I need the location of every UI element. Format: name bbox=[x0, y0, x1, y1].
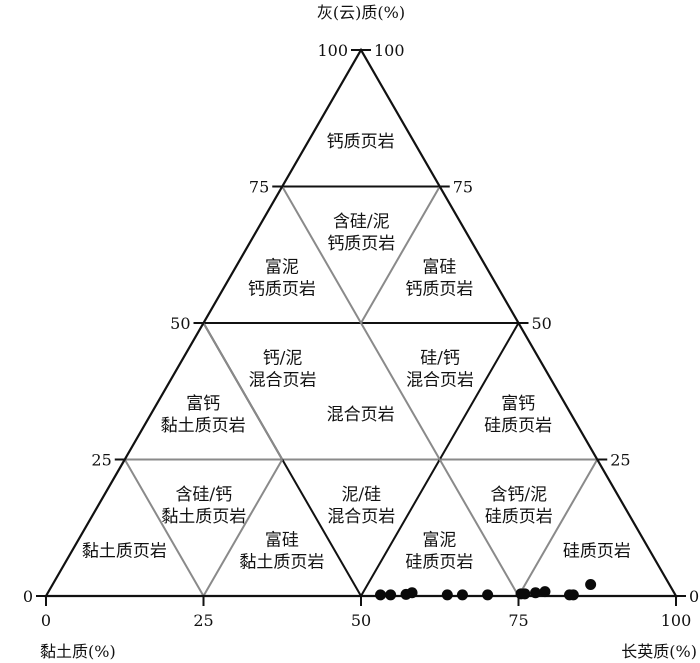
data-point bbox=[441, 589, 453, 601]
bottom-tick-label: 100 bbox=[661, 611, 692, 630]
top-vertex-label: 灰(云)质(%) bbox=[317, 3, 405, 22]
data-point bbox=[519, 588, 531, 600]
left-tick-label: 75 bbox=[249, 178, 269, 197]
data-point bbox=[585, 579, 597, 591]
region-label-r6: 硅/钙 bbox=[420, 348, 460, 368]
bottom-tick-label: 75 bbox=[508, 611, 528, 630]
region-label-r6: 混合页岩 bbox=[406, 370, 474, 390]
data-point bbox=[567, 589, 579, 601]
region-label-r1: 钙质页岩 bbox=[327, 132, 395, 152]
region-label-r9: 硅质页岩 bbox=[484, 416, 552, 436]
region-label-r2: 钙质页岩 bbox=[327, 234, 395, 254]
region-label-r8: 黏土质页岩 bbox=[161, 416, 246, 436]
divider-k-diag-4 bbox=[517, 459, 599, 597]
data-point bbox=[385, 589, 397, 601]
region-label-r4: 钙质页岩 bbox=[405, 280, 473, 300]
region-label-r8: 富钙 bbox=[186, 394, 220, 414]
region-label-r5: 混合页岩 bbox=[249, 370, 317, 390]
data-point bbox=[375, 589, 387, 601]
region-label-r10: 含硅/钙 bbox=[175, 485, 232, 505]
region-label-r2: 含硅/泥 bbox=[333, 212, 390, 232]
bottom-tick-label: 50 bbox=[351, 611, 371, 630]
region-label-r3: 富泥 bbox=[265, 258, 299, 278]
left-tick-label: 100 bbox=[317, 41, 348, 60]
divider-q-diag-3 bbox=[202, 459, 284, 597]
right-tick-label: 50 bbox=[532, 314, 552, 333]
right-vertex-label: 长英质(%) bbox=[621, 642, 697, 661]
region-label-layer: 钙质页岩含硅/泥钙质页岩富泥钙质页岩富硅钙质页岩钙/泥混合页岩硅/钙混合页岩混合… bbox=[82, 132, 631, 573]
data-point-layer bbox=[375, 579, 597, 601]
divider-q-diag-2 bbox=[123, 459, 205, 597]
left-tick-label: 50 bbox=[170, 314, 190, 333]
region-label-r4: 富硅 bbox=[422, 258, 456, 278]
right-tick-label: 75 bbox=[453, 178, 473, 197]
divider-k-diag-2 bbox=[360, 322, 441, 460]
region-label-r15: 富泥 bbox=[422, 531, 456, 551]
region-label-r3: 钙质页岩 bbox=[248, 280, 316, 300]
left-tick-label: 0 bbox=[23, 587, 33, 606]
region-label-r10: 黏土质页岩 bbox=[161, 507, 246, 527]
data-point bbox=[482, 589, 494, 601]
divider-inner-1 bbox=[281, 186, 362, 324]
region-label-r5: 钙/泥 bbox=[263, 348, 303, 368]
divider-q-diag-4 bbox=[202, 322, 284, 460]
region-label-r16: 硅质页岩 bbox=[563, 542, 631, 562]
bottom-tick-label: 25 bbox=[193, 611, 213, 630]
divider-inner-2 bbox=[360, 186, 441, 324]
region-label-r12: 含钙/泥 bbox=[490, 485, 547, 505]
data-point bbox=[539, 586, 551, 598]
region-label-r9: 富钙 bbox=[501, 394, 535, 414]
region-label-r7: 混合页岩 bbox=[327, 405, 395, 425]
right-tick-label: 100 bbox=[374, 41, 405, 60]
region-label-r14: 富硅 bbox=[265, 531, 299, 551]
left-tick-label: 25 bbox=[91, 451, 111, 470]
region-label-r11: 混合页岩 bbox=[327, 507, 395, 527]
right-tick-label: 25 bbox=[610, 451, 630, 470]
data-point bbox=[456, 589, 468, 601]
right-tick-label: 0 bbox=[689, 587, 699, 606]
region-label-r15: 硅质页岩 bbox=[405, 553, 473, 573]
left-vertex-label: 黏土质(%) bbox=[40, 642, 116, 661]
data-point bbox=[530, 587, 542, 599]
region-label-r13: 黏土质页岩 bbox=[82, 542, 167, 562]
region-label-r11: 泥/硅 bbox=[341, 485, 381, 505]
region-label-r14: 黏土质页岩 bbox=[239, 553, 324, 573]
region-label-r12: 硅质页岩 bbox=[485, 507, 553, 527]
divider-line-layer bbox=[123, 185, 599, 597]
data-point bbox=[406, 587, 418, 599]
bottom-tick-label: 0 bbox=[41, 611, 51, 630]
divider-k-diag-3 bbox=[438, 459, 520, 597]
